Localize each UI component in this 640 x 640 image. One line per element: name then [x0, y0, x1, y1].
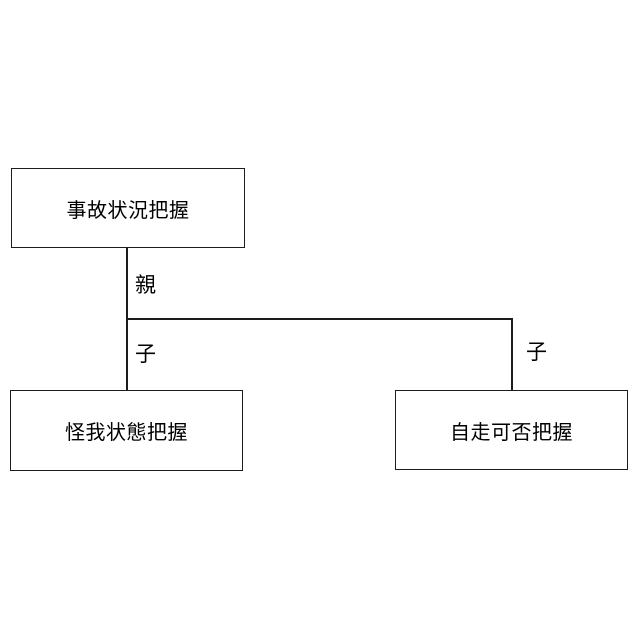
left-child-edge-label: 子 [135, 343, 156, 366]
child-node-right: 自走可否把握 [395, 390, 628, 470]
right-child-edge-label: 子 [526, 341, 547, 364]
root-node: 事故状況把握 [11, 168, 245, 248]
child-node-left-label: 怪我状態把握 [65, 422, 188, 444]
horizontal-connector-line [126, 318, 512, 320]
root-node-label: 事故状況把握 [66, 199, 190, 222]
child-node-left: 怪我状態把握 [10, 390, 243, 471]
parent-edge-label: 親 [135, 274, 156, 297]
child-node-right-label: 自走可否把握 [450, 421, 573, 444]
parent-stem-line [126, 248, 128, 319]
left-child-stem-line [126, 318, 128, 390]
right-child-stem-line [511, 318, 513, 390]
